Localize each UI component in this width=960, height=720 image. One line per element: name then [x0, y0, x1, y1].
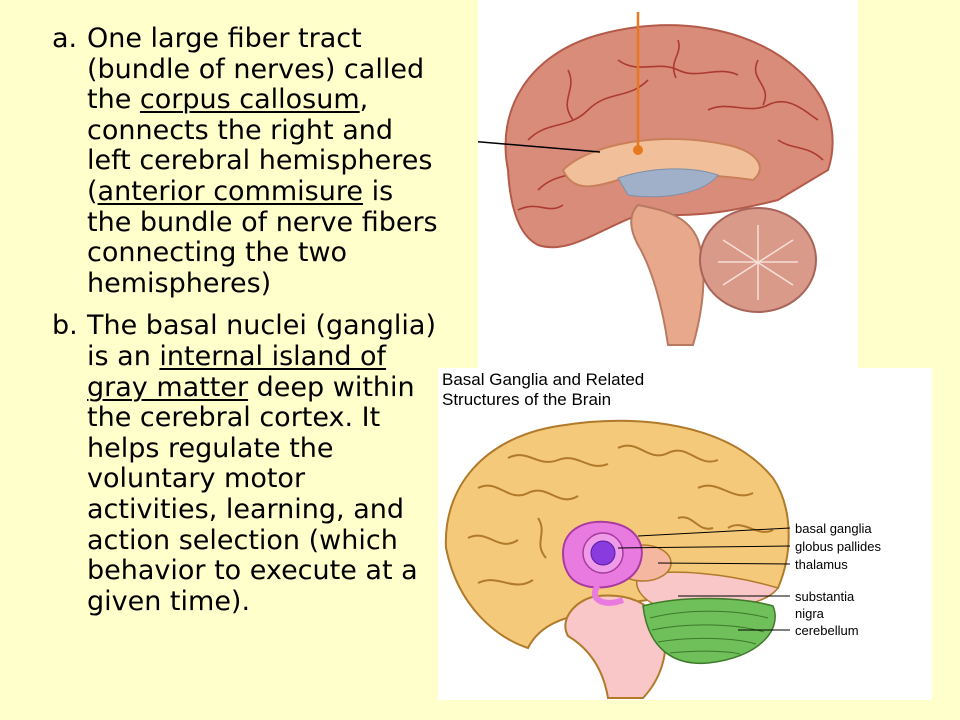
- label-basal-ganglia: basal ganglia: [795, 521, 872, 536]
- bullet-a-marker: a.: [52, 23, 78, 54]
- diagram-title-line1: Basal Ganglia and Related: [442, 370, 645, 389]
- bullet-a: a. One large fiber tract (bundle of nerv…: [52, 23, 442, 299]
- bullet-a-text-1: One large fiber tract (bundle of nerves)…: [87, 23, 425, 116]
- diagram-title: Basal Ganglia and Related Structures of …: [442, 370, 644, 410]
- anterior-commisure-term: anterior commisure: [97, 175, 363, 207]
- bullet-a-text-2: , connects the right and left cerebral h…: [87, 84, 433, 207]
- basal-ganglia-drawing: [444, 419, 791, 699]
- diagram-title-line2: Structures of the Brain: [442, 390, 612, 409]
- label-globus-pallides: globus pallides: [795, 539, 882, 554]
- basal-ganglia-diagram: Basal Ganglia and Related Structures of …: [438, 368, 932, 700]
- label-thalamus: thalamus: [795, 557, 848, 572]
- bullet-a-text-3: is the bundle of nerve fibers connecting…: [87, 175, 438, 299]
- internal-island-term: internal island of gray matter: [87, 340, 387, 403]
- bullet-b-text-2: deep within the cerebral cortex. It help…: [87, 371, 418, 617]
- bullet-b-marker: b.: [52, 310, 78, 342]
- label-nigra: nigra: [795, 606, 824, 621]
- sagittal-brain-drawing: [478, 12, 834, 346]
- sagittal-brain-image: [478, 0, 858, 368]
- label-substantia: substantia: [795, 589, 855, 604]
- label-cerebellum: cerebellum: [795, 623, 859, 638]
- slide-body-text: a. One large fiber tract (bundle of nerv…: [52, 23, 442, 617]
- corpus-callosum-term: corpus callosum: [139, 84, 360, 116]
- bullet-b: b. The basal nuclei (ganglia) is an inte…: [52, 311, 442, 617]
- bullet-b-text-1: The basal nuclei (ganglia) is an: [87, 310, 436, 372]
